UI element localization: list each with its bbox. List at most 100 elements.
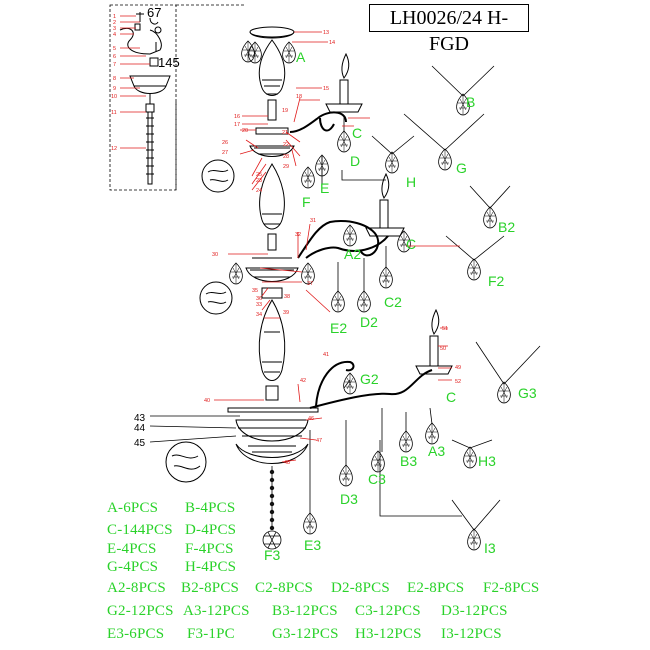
callout-8: 8 — [113, 76, 116, 82]
callout-34: 34 — [256, 312, 262, 318]
chain-dash-box — [109, 4, 177, 191]
callout-numbers: 1 2 3 4 5 6 7 8 9 10 11 12 13 14 15 16 1… — [111, 14, 461, 466]
callout-6: 6 — [113, 54, 116, 60]
label-F: F — [302, 194, 311, 210]
label-D2: D2 — [360, 314, 378, 330]
callout-36: 36 — [256, 296, 262, 302]
qty-E3: E3-6PCS — [107, 626, 165, 642]
callout-20: 20 — [242, 128, 248, 134]
callout-52: 52 — [455, 379, 461, 385]
qty-D2: D2-8PCS — [331, 580, 390, 596]
callout-41: 41 — [323, 352, 329, 358]
qty-F3: F3-1PC — [187, 626, 235, 642]
callout-38: 38 — [284, 294, 290, 300]
label-G2: G2 — [360, 371, 379, 387]
label-B2: B2 — [498, 219, 515, 235]
callout-2: 2 — [113, 20, 116, 26]
label-H3: H3 — [478, 453, 496, 469]
callout-27: 27 — [222, 150, 228, 156]
callout-31: 31 — [310, 218, 316, 224]
callout-32: 32 — [295, 232, 301, 238]
label-G: G — [456, 160, 467, 176]
callout-33: 33 — [256, 302, 262, 308]
label-C2: C2 — [384, 294, 402, 310]
label-D: D — [350, 153, 360, 169]
callout-46: 46 — [308, 416, 314, 422]
callout-47: 47 — [316, 438, 322, 444]
leader-lines — [149, 170, 462, 517]
callout-43: 43 — [134, 413, 146, 424]
callout-26: 26 — [222, 140, 228, 146]
callout-23: 23 — [256, 178, 262, 184]
label-I3: I3 — [484, 540, 496, 556]
callout-11: 11 — [111, 110, 117, 116]
callout-21: 21 — [282, 130, 288, 136]
callout-7: 7 — [113, 62, 116, 68]
label-A2: A2 — [344, 246, 361, 262]
callout-29: 29 — [283, 164, 289, 170]
callout-5: 5 — [113, 46, 116, 52]
qty-I3: I3-12PCS — [441, 626, 502, 642]
callout-48: 48 — [284, 460, 290, 466]
callout-10: 10 — [111, 94, 117, 100]
callout-15: 15 — [323, 86, 329, 92]
qty-F2: F2-8PCS — [483, 580, 540, 596]
label-C: C — [352, 125, 362, 141]
callout-leaders — [120, 15, 460, 463]
callout-25: 25 — [256, 172, 262, 178]
dimension-top-width: 67 — [147, 5, 161, 20]
callout-37: 37 — [307, 281, 313, 287]
callout-40: 40 — [204, 398, 210, 404]
callout-3: 3 — [113, 26, 116, 32]
qty-C2: C2-8PCS — [255, 580, 314, 596]
label-C-tier3: C — [446, 389, 456, 405]
ceiling-chain — [146, 111, 154, 185]
callout-12: 12 — [111, 146, 117, 152]
arms — [289, 111, 433, 409]
qty-H3: H3-12PCS — [355, 626, 422, 642]
label-D3: D3 — [340, 491, 358, 507]
callout-45: 45 — [134, 438, 146, 449]
qty-D3: D3-12PCS — [441, 603, 508, 619]
dimension-top-height: 145 — [158, 55, 180, 70]
qty-C3: C3-12PCS — [355, 603, 421, 619]
qty-D: D-4PCS — [185, 522, 237, 538]
callout-22: 22 — [283, 142, 289, 148]
qty-A3: A3-12PCS — [183, 603, 250, 619]
qty-G3: G3-12PCS — [272, 626, 339, 642]
qty-E2: E2-8PCS — [407, 580, 465, 596]
label-B3: B3 — [400, 453, 417, 469]
label-H: H — [406, 174, 416, 190]
callout-14: 14 — [329, 40, 335, 46]
qty-G: G-4PCS — [107, 559, 159, 575]
callout-24: 24 — [256, 188, 262, 194]
qty-B3: B3-12PCS — [272, 603, 338, 619]
label-E: E — [320, 180, 329, 196]
qty-A: A-6PCS — [107, 500, 159, 516]
callout-16: 16 — [234, 114, 240, 120]
label-A3: A3 — [428, 443, 445, 459]
callout-39: 39 — [283, 310, 289, 316]
label-B: B — [466, 94, 475, 110]
callout-numbers-black: 43 44 45 — [134, 413, 146, 449]
callout-19: 19 — [282, 108, 288, 114]
crystal-labels: A B C D E F G H A2 B2 C2 D2 E2 F2 G2 A3 … — [264, 49, 537, 563]
label-A: A — [296, 49, 306, 65]
qty-G2: G2-12PCS — [107, 603, 174, 619]
label-E2: E2 — [330, 320, 347, 336]
callout-35: 35 — [252, 288, 258, 294]
label-G3: G3 — [518, 385, 537, 401]
callout-50: 50 — [440, 346, 446, 352]
detail-magnifiers — [165, 159, 235, 483]
qty-E: E-4PCS — [107, 541, 157, 557]
model-title: LH0026/24 H-FGD — [369, 4, 529, 55]
callout-42: 42 — [300, 378, 306, 384]
qty-C: C-144PCS — [107, 522, 173, 538]
callout-17: 17 — [234, 122, 240, 128]
callout-1: 1 — [113, 14, 116, 20]
callout-4: 4 — [113, 32, 116, 38]
qty-F: F-4PCS — [185, 541, 234, 557]
label-F2: F2 — [488, 273, 505, 289]
label-C3: C3 — [368, 471, 386, 487]
